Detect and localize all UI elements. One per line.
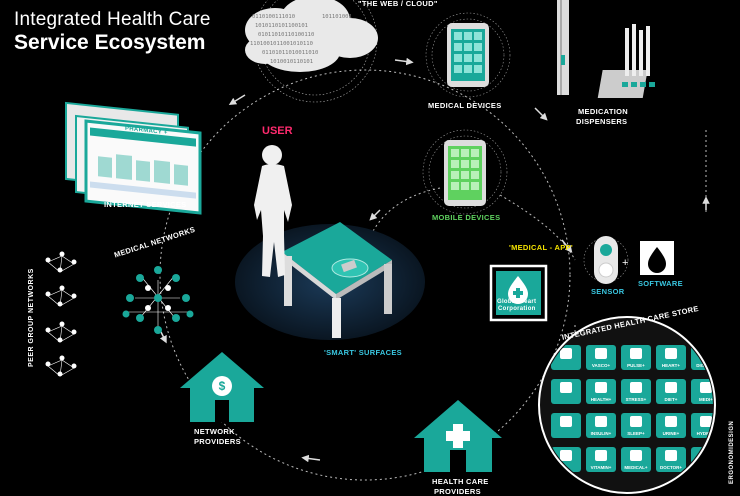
store-tile-label: HEART+ — [662, 363, 680, 368]
svg-text:+: + — [622, 257, 628, 269]
ring-arrow — [534, 107, 548, 121]
store-tile-icon — [665, 450, 677, 461]
store-tile-icon — [595, 348, 607, 359]
store-tile-icon — [595, 450, 607, 461]
store-tile-label: MEDI+ — [699, 397, 713, 402]
store-tile-label: VASCO+ — [592, 363, 611, 368]
title-line1: Integrated Health Care — [14, 9, 211, 30]
store-tile-icon — [665, 348, 677, 359]
svg-text:1010010110101: 1010010110101 — [270, 59, 313, 65]
store-tile-icon — [700, 416, 712, 427]
network-providers-label2: PROVIDERS — [194, 437, 241, 446]
title-line2: Service Ecosystem — [14, 31, 206, 54]
global-heart-label2: Corporation — [498, 306, 536, 312]
people-network-icon — [122, 266, 194, 334]
sensor-icon — [583, 236, 629, 284]
store-tile-icon — [630, 382, 642, 393]
cloud-icon: 0110100111010 1010110101100101 010110101… — [245, 0, 378, 103]
store-tile-label: URINE+ — [663, 431, 680, 436]
store-tile-label: DOCTOR+ — [660, 465, 682, 470]
svg-text:0110100111010: 0110100111010 — [252, 14, 295, 20]
internet-services-label: INTERNET SERVICES — [104, 200, 187, 209]
ring-arrow — [301, 454, 321, 463]
store-tile-icon — [595, 382, 607, 393]
peer-group-networks-label: PEER GROUP NETWORKS — [28, 268, 35, 367]
svg-text:1010110101100101: 1010110101100101 — [255, 23, 308, 29]
store-tile-icon — [630, 416, 642, 427]
store-circle: VASCO+PULSE+HEART+DIGEST+HEALTH+STRESS+D… — [538, 316, 716, 494]
store-tile-icon — [630, 348, 642, 359]
store-tile-label: PULSE+ — [627, 363, 645, 368]
store-tile-icon — [665, 416, 677, 427]
store-tile-icon — [595, 416, 607, 427]
tablet-icon — [425, 12, 511, 98]
house-dollar-icon: $ — [180, 352, 264, 422]
svg-text:101101001: 101101001 — [322, 14, 352, 20]
medication-dispensers-label1: MEDICATION — [578, 107, 628, 116]
store-tile-label: HYDRA+ — [697, 431, 716, 436]
sensor-label: SENSOR — [591, 287, 625, 296]
global-heart-label1: Global Heart — [497, 299, 537, 305]
store-tile-icon — [560, 348, 572, 359]
svg-text:1101001011001010110: 1101001011001010110 — [250, 41, 313, 47]
store-tile-label: VITAMIN+ — [591, 465, 612, 470]
network-providers-label1: NETWORK — [194, 427, 235, 436]
store-tile-icon — [630, 450, 642, 461]
drop-icon — [640, 241, 674, 275]
cloud-label: "THE WEB / CLOUD" — [358, 0, 438, 8]
smart-table-icon — [282, 222, 392, 338]
smart-surfaces-label: 'SMART' SURFACES — [324, 348, 402, 357]
user-silhouette-icon — [254, 145, 292, 277]
house-cross-icon — [414, 400, 502, 472]
medical-app-label: 'MEDICAL - APP' — [509, 243, 573, 252]
health-care-providers-label2: PROVIDERS — [434, 487, 481, 496]
store-tile-label: STRESS+ — [626, 397, 647, 402]
credit-label: ERGONOMIDESIGN — [729, 420, 735, 484]
store-tile-label: MEDICAL+ — [624, 465, 647, 470]
medical-devices-label: MEDICAL DEVICES — [428, 101, 502, 110]
ring-arrow — [394, 57, 414, 66]
browser-window-icon — [65, 101, 202, 215]
store-tile-label: RECIPE+ — [696, 465, 716, 470]
store-tile-label: HEALTH+ — [591, 397, 612, 402]
store-tile-label: DIET+ — [665, 397, 678, 402]
medication-dispensers-label2: DISPENSERS — [576, 117, 628, 126]
mobile-devices-label: MOBILE DEVICES — [432, 213, 501, 222]
software-label: SOFTWARE — [638, 279, 683, 288]
store-tile-label: SLEEP+ — [627, 431, 645, 436]
store-tile-icon — [665, 382, 677, 393]
user-label: USER — [262, 125, 293, 137]
store-tile-icon — [700, 382, 712, 393]
store-tile-icon — [560, 416, 572, 427]
heart-drop-icon — [489, 264, 548, 322]
health-care-providers-label1: HEALTH CARE — [432, 477, 489, 486]
ecosystem-ring — [159, 69, 571, 481]
svg-text:01011010110100110: 01011010110100110 — [258, 32, 314, 38]
tablet-icon — [422, 129, 508, 215]
store-tile-icon — [560, 382, 572, 393]
svg-text:01101011010011010: 01101011010011010 — [262, 50, 318, 56]
ring-arrow — [228, 94, 246, 105]
svg-text:$: $ — [219, 379, 226, 393]
store-tile-label: INSULIN+ — [591, 431, 612, 436]
store-tile-icon — [560, 450, 572, 461]
dispenser-icon — [557, 0, 655, 98]
